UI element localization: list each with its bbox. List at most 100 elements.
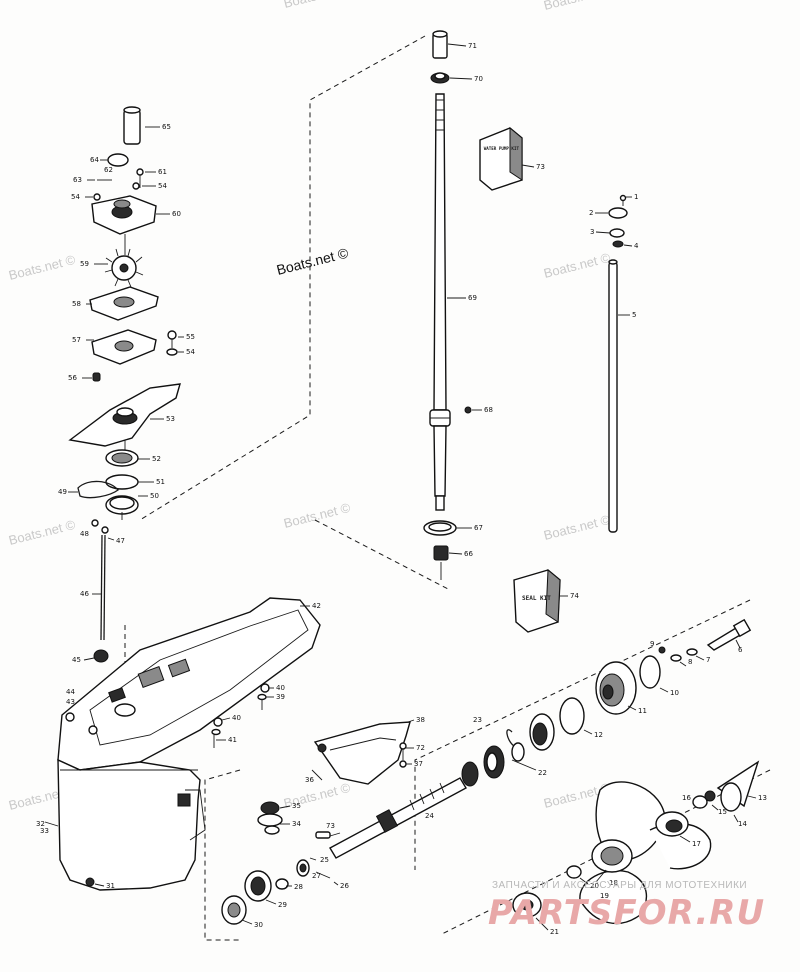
label-67: 67 [474,524,483,532]
label-57: 57 [72,336,81,344]
grommet-64 [107,153,129,167]
kit-label-water-pump: WATER PUMP KIT [484,146,520,151]
water-pump-stack [68,106,181,520]
label-8: 8 [688,658,692,666]
label-36: 36 [305,776,314,784]
label-70: 70 [474,75,483,83]
watermark-top-right: Boats.net © [542,0,612,13]
dashed-guide-bearing [204,769,241,941]
label-45: 45 [72,656,81,664]
impeller-59 [104,248,144,288]
label-26: 26 [340,882,349,890]
prop-shaft-assembly [221,618,752,925]
label-3: 3 [590,228,594,236]
water-pump-kit-73: WATER PUMP KIT [479,126,523,191]
label-2: 2 [589,209,593,217]
label-73: 73 [536,163,545,171]
watermark-main: Boats.net © [275,244,351,277]
shift-rod-46 [91,519,109,663]
label-25: 25 [320,856,329,864]
label-73b: 73 [326,822,335,830]
drive-shaft-69 [423,30,472,580]
label-49: 49 [58,488,67,496]
label-69: 69 [468,294,477,302]
watermark-left-mid: Boats.net © [7,252,77,283]
label-72: 72 [416,744,425,752]
label-44: 44 [66,688,75,696]
label-14: 14 [738,820,747,828]
label-6: 6 [738,646,743,654]
label-52: 52 [152,455,161,463]
seal-kit-74: SEAL KIT [513,568,561,633]
tube-65 [123,109,141,145]
propeller-17 [512,760,760,925]
plug-31 [85,877,95,887]
label-53: 53 [166,415,175,423]
label-27: 27 [312,872,321,880]
oring-51 [105,474,139,490]
watermark-right-mid: Boats.net © [542,250,612,281]
label-38: 38 [416,716,425,724]
label-1: 1 [634,193,638,201]
label-47: 47 [116,537,125,545]
label-65: 65 [162,123,171,131]
label-54b: 54 [71,193,80,201]
label-10: 10 [670,689,679,697]
label-30: 30 [254,921,263,929]
store-banner: ЗАПЧАСТИ И АКСЕССУАРЫ ДЛЯ МОТОТЕХНИКИ PA… [488,880,764,933]
label-56: 56 [68,374,77,382]
label-32: 32 [36,820,45,828]
label-33: 33 [40,827,49,835]
label-16: 16 [682,794,691,802]
kit-label-seal: SEAL KIT [522,595,551,602]
bearing-66 [433,545,449,561]
gasket-49 [77,480,119,499]
label-35: 35 [292,802,301,810]
label-74: 74 [570,592,579,600]
label-55: 55 [186,333,195,341]
label-68: 68 [484,406,493,414]
label-42: 42 [312,602,321,610]
label-61: 61 [158,168,167,176]
label-22: 22 [538,769,547,777]
key-68 [464,406,472,414]
gear-housing-42 [57,597,321,891]
clip-23 [506,729,515,747]
label-58: 58 [72,300,81,308]
label-48: 48 [80,530,89,538]
label-18: 18 [609,879,618,887]
store-tagline: ЗАПЧАСТИ И АКСЕССУАРЫ ДЛЯ МОТОТЕХНИКИ [492,880,747,891]
watermark-right-low: Boats.net © [542,512,612,543]
label-54c: 54 [186,348,195,356]
label-41: 41 [228,736,237,744]
label-34: 34 [292,820,301,828]
dashed-guide-mid [314,519,451,591]
label-21: 21 [550,928,559,936]
label-40b: 40 [232,714,241,722]
dashed-guide-upper [139,35,426,521]
tube-65-top [123,106,141,114]
label-12: 12 [594,731,603,739]
prop-shaft-24 [329,777,467,859]
label-43: 43 [66,698,75,706]
oring-10 [639,655,661,689]
label-23: 23 [473,716,482,724]
label-63: 63 [73,176,82,184]
label-62: 62 [104,166,113,174]
part-labels: 71 70 73 69 68 67 66 74 1 2 3 4 5 65 64 … [36,42,767,936]
label-11: 11 [638,707,647,715]
label-54a: 54 [158,182,167,190]
watermark-mid-low: Boats.net © [282,500,352,531]
watermark-left-low: Boats.net © [7,517,77,548]
bushing-45 [93,649,109,663]
dashed-guide-gear [414,599,751,870]
label-51: 51 [156,478,165,486]
label-66: 66 [464,550,473,558]
label-13: 13 [758,794,767,802]
label-31: 31 [106,882,115,890]
label-15: 15 [718,808,727,816]
label-50: 50 [150,492,159,500]
label-40a: 40 [276,684,285,692]
